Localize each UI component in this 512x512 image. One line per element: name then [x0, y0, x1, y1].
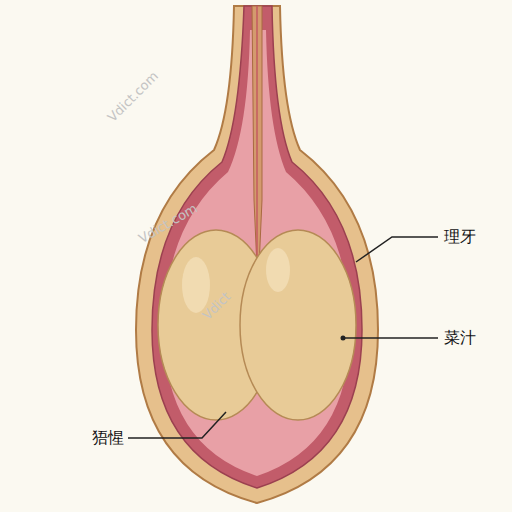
canal [252, 6, 262, 290]
watermark: Vdict.com [104, 69, 161, 126]
cotyledon [240, 230, 356, 420]
leader-line [356, 237, 438, 262]
part-label: 菜汁 [444, 328, 476, 347]
leader-line [343, 337, 438, 339]
inner-layer [152, 6, 362, 488]
canal-line [256, 6, 258, 270]
part-label: 㹳惺 [92, 428, 124, 447]
leader-line [128, 412, 226, 438]
seed-coat [136, 6, 378, 503]
highlight [266, 248, 290, 292]
part-label: 理牙 [444, 227, 476, 246]
